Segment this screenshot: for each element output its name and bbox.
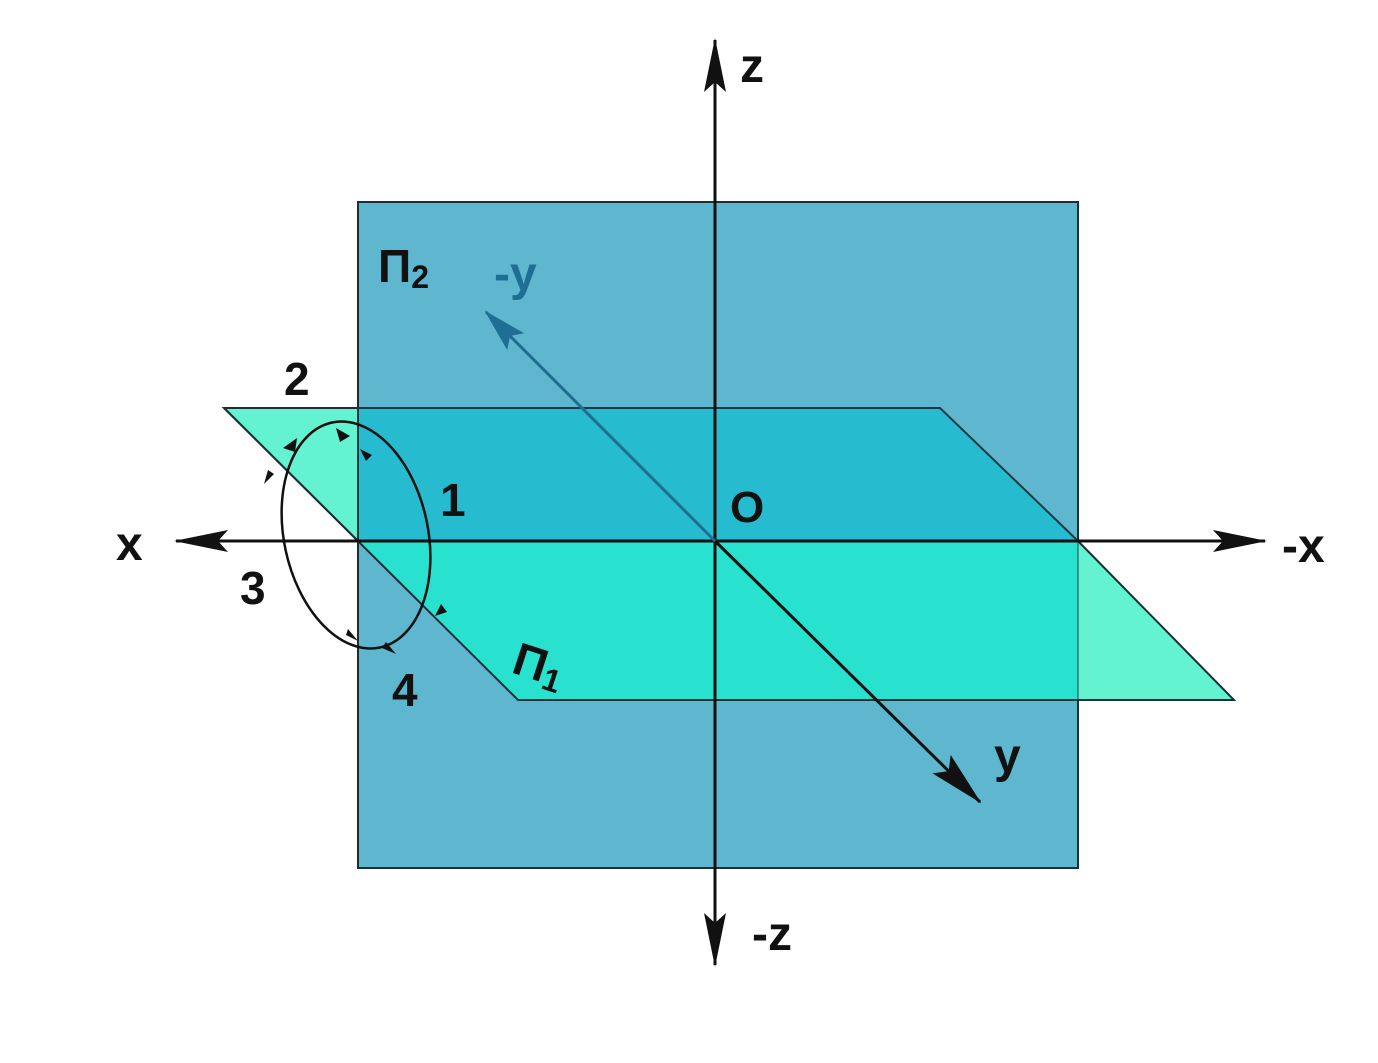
horizontal-plane-front-half	[358, 541, 1078, 700]
z-axis-label: z	[740, 40, 764, 93]
frontal-plane-label-sub: 2	[411, 259, 429, 295]
y-axis	[713, 539, 982, 804]
origin-label: O	[730, 483, 764, 532]
neg-y-axis	[484, 310, 717, 543]
neg-z-axis-label: -z	[752, 908, 792, 961]
x-axis-arrow-left	[174, 530, 228, 552]
frontal-plane-label: Π2	[378, 240, 429, 295]
quadrant-4-label: 4	[392, 664, 418, 716]
z-axis-arrow-up	[704, 38, 726, 92]
rotation-arrowheads	[264, 428, 447, 654]
y-axis-label: y	[994, 730, 1021, 783]
neg-x-axis-label: -x	[1282, 520, 1325, 573]
neg-y-axis-label: -y	[494, 248, 537, 301]
x-axis-arrow-right	[1213, 530, 1267, 552]
x-axis-label: x	[116, 518, 143, 571]
z-axis-arrow-down	[704, 913, 726, 967]
quadrant-3-label: 3	[240, 562, 266, 614]
frontal-plane-label-main: Π	[378, 240, 411, 292]
quadrant-1-label: 1	[440, 474, 466, 526]
quadrant-rotation-ellipse	[280, 420, 432, 650]
quadrant-2-label: 2	[284, 353, 310, 405]
